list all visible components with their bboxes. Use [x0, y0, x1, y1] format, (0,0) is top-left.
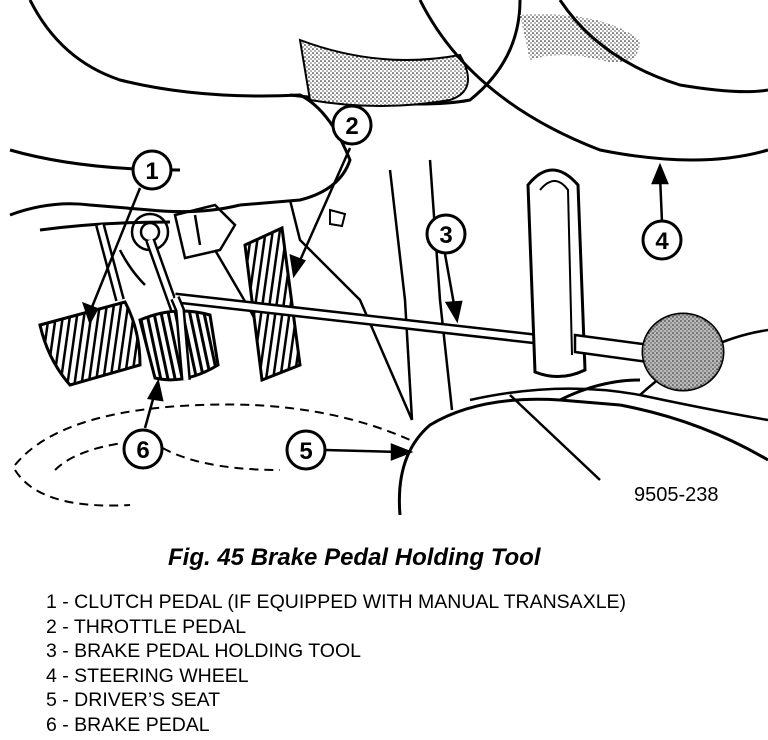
- callout-1-label: 1: [145, 158, 158, 185]
- figure-caption: Fig. 45 Brake Pedal Holding Tool: [168, 544, 541, 571]
- callout-3: 3: [425, 213, 467, 255]
- legend-item-6: 6 - BRAKE PEDAL: [46, 713, 210, 736]
- clutch-pedal: [38, 223, 142, 387]
- floor-panel: [288, 159, 768, 481]
- arrow-2: [289, 254, 306, 279]
- callout-leaders: [81, 147, 669, 461]
- legend-item-2: 2 - THROTTLE PEDAL: [46, 615, 247, 638]
- holding-tool-knob: [573, 312, 725, 392]
- callout-3-label: 3: [439, 222, 452, 249]
- legend-list: 1 - CLUTCH PEDAL (IF EQUIPPED WITH MANUA…: [46, 590, 626, 737]
- legend-item-4: 4 - STEERING WHEEL: [46, 664, 249, 687]
- callout-6-label: 6: [136, 437, 149, 464]
- arrow-1: [81, 301, 99, 326]
- steering-wheel: [418, 0, 768, 162]
- arrow-3: [444, 300, 463, 324]
- leader-5: [324, 448, 401, 454]
- legend-item-3: 3 - BRAKE PEDAL HOLDING TOOL: [46, 640, 361, 662]
- brake-pedal-holding-tool-illustration: 1 2 3 4 5 6: [9, 0, 768, 516]
- legend-item-5: 5 - DRIVER’S SEAT: [46, 689, 221, 711]
- callout-6: 6: [122, 428, 164, 470]
- arrow-6: [147, 378, 164, 402]
- callout-2-label: 2: [345, 113, 358, 140]
- floor-mat-outline: [14, 403, 411, 507]
- callout-5: 5: [285, 429, 327, 471]
- dashboard: [9, 0, 522, 232]
- callout-5-label: 5: [299, 438, 312, 465]
- brake-pedal: [138, 238, 220, 382]
- callout-2: 2: [331, 104, 373, 146]
- column-shroud-shading: [298, 38, 469, 107]
- column-underside-shading: [520, 14, 640, 63]
- drivers-seat: [397, 378, 768, 516]
- leader-3: [443, 253, 457, 311]
- legend-item-1: 1 - CLUTCH PEDAL (IF EQUIPPED WITH MANUA…: [46, 591, 627, 613]
- callout-4-label: 4: [655, 228, 669, 255]
- holding-tool-bracket: [526, 168, 587, 378]
- leader-2: [296, 147, 352, 266]
- arrow-4: [651, 162, 669, 185]
- callout-1: 1: [131, 149, 173, 191]
- arrow-5: [390, 443, 414, 461]
- leader-1: [88, 187, 142, 313]
- figure-id: 9505-238: [634, 484, 719, 506]
- callout-4: 4: [641, 219, 683, 261]
